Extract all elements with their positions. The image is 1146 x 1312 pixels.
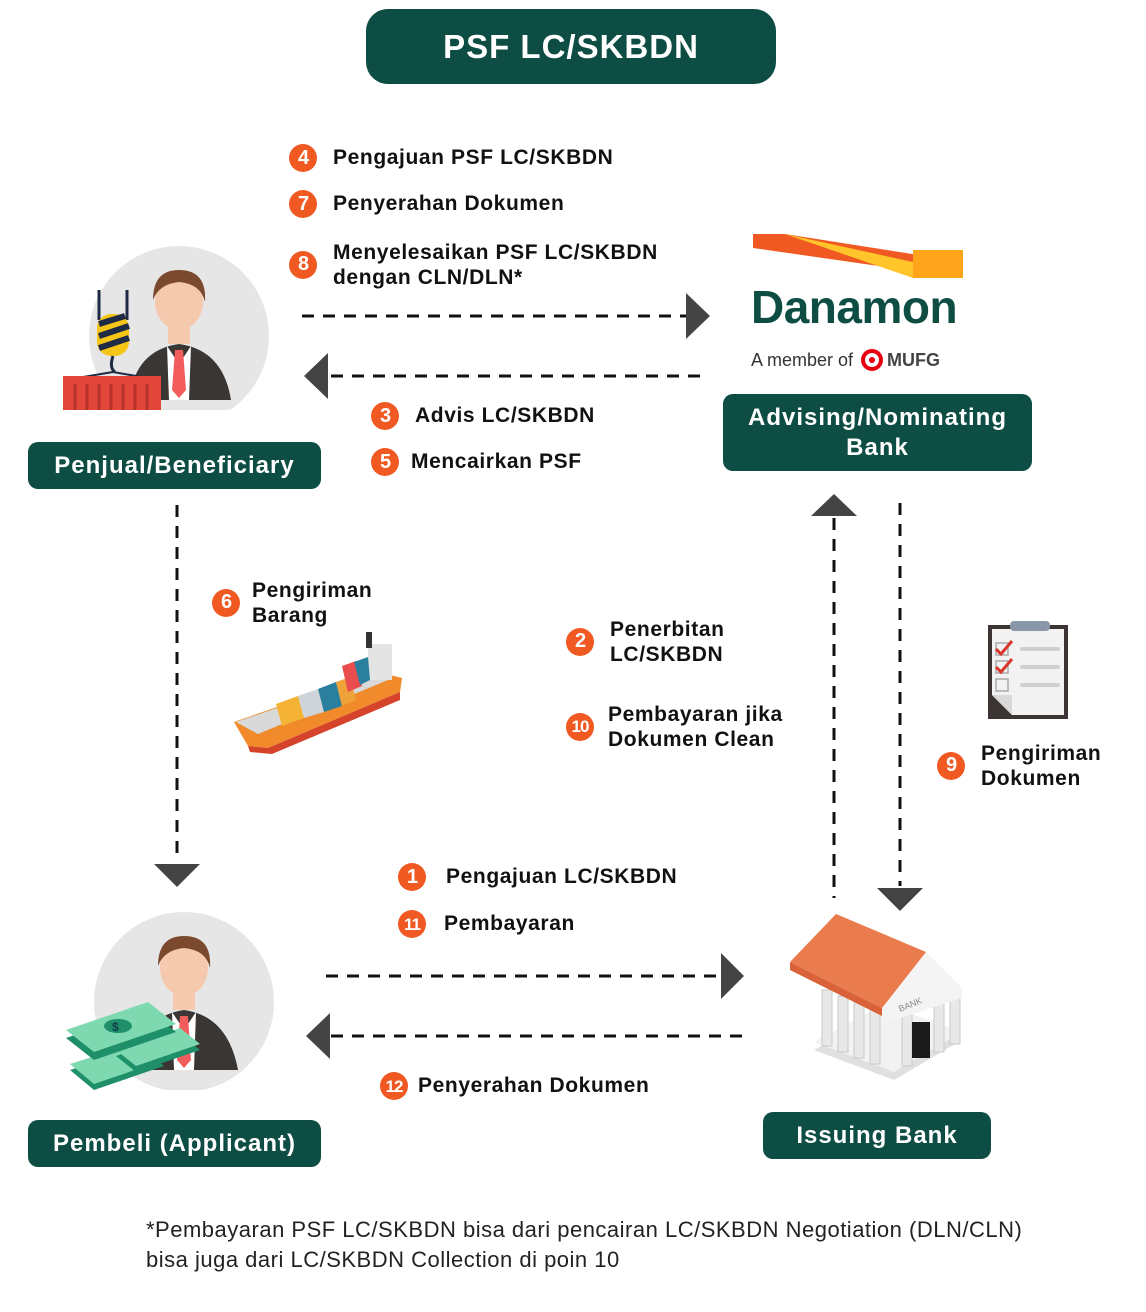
- step-3: 3 Advis LC/SKBDN: [371, 402, 595, 430]
- step-text: Penyerahan Dokumen: [333, 192, 565, 215]
- arrowhead-right-icon: [721, 953, 744, 999]
- arrowhead-left-icon: [306, 1013, 330, 1059]
- arrowhead-down-icon: [154, 864, 200, 887]
- step-badge: 11: [398, 910, 426, 938]
- danamon-logo: Danamon A member of MUFG: [751, 232, 966, 382]
- step-8: 8 Menyelesaikan PSF LC/SKBDN dengan CLN/…: [289, 240, 658, 290]
- arrowhead-down-icon: [877, 888, 923, 911]
- step-badge: 9: [937, 751, 965, 780]
- step-9: 9 Pengiriman Dokumen: [937, 741, 1101, 791]
- step-5: 5 Mencairkan PSF: [371, 448, 582, 476]
- step-badge: 8: [289, 250, 317, 279]
- bank-building-icon: BANK: [790, 914, 962, 1080]
- step-text: Pembayaran jika Dokumen Clean: [608, 703, 783, 751]
- mufg-wordmark: MUFG: [887, 349, 941, 370]
- businessman-with-container-icon: [63, 246, 269, 410]
- step-badge: 6: [212, 588, 240, 617]
- arrowhead-up-icon: [811, 494, 857, 516]
- arrowhead-left-icon: [304, 353, 328, 399]
- step-badge: 3: [371, 402, 399, 430]
- step-text: Penyerahan Dokumen: [418, 1074, 650, 1097]
- diagram-title: PSF LC/SKBDN: [366, 9, 776, 84]
- party-issuing-bank-label: Issuing Bank: [763, 1112, 991, 1159]
- footnote: *Pembayaran PSF LC/SKBDN bisa dari penca…: [146, 1217, 1023, 1272]
- step-1: 1 Pengajuan LC/SKBDN: [398, 863, 678, 891]
- step-text: Pembayaran: [444, 912, 575, 935]
- step-badge: 7: [289, 190, 317, 218]
- step-text: Pengajuan LC/SKBDN: [446, 865, 678, 888]
- businessman-with-money-icon: $: [66, 912, 274, 1090]
- step-badge: 1: [398, 863, 426, 891]
- step-text: Penerbitan LC/SKBDN: [610, 618, 725, 666]
- step-text: Pengajuan PSF LC/SKBDN: [333, 146, 614, 169]
- party-seller-label: Penjual/Beneficiary: [28, 442, 321, 489]
- mufg-logo-icon: [861, 349, 884, 371]
- step-2: 2 Penerbitan LC/SKBDN: [566, 617, 725, 667]
- step-12: 12 Penyerahan Dokumen: [380, 1072, 650, 1100]
- step-badge: 2: [566, 627, 594, 656]
- step-6: 6 Pengiriman Barang: [212, 578, 372, 628]
- step-text: Pengiriman Dokumen: [981, 742, 1102, 790]
- step-4: 4 Pengajuan PSF LC/SKBDN: [289, 144, 614, 172]
- member-of-text: A member of: [751, 349, 854, 370]
- checklist-clipboard-icon: [988, 621, 1068, 719]
- step-badge: 4: [289, 144, 317, 172]
- step-text: Advis LC/SKBDN: [415, 404, 595, 427]
- svg-text:$: $: [112, 1020, 119, 1034]
- step-text: Menyelesaikan PSF LC/SKBDN dengan CLN/DL…: [333, 241, 658, 289]
- step-text: Pengiriman Barang: [252, 579, 373, 627]
- step-10: 10 Pembayaran jika Dokumen Clean: [566, 702, 783, 752]
- danamon-stripes-icon: [753, 234, 963, 278]
- step-badge: 12: [380, 1072, 408, 1100]
- danamon-wordmark: Danamon: [751, 281, 958, 333]
- mufg-member-line: A member of MUFG: [751, 349, 966, 371]
- party-buyer-label: Pembeli (Applicant): [28, 1120, 321, 1167]
- step-text: Mencairkan PSF: [411, 450, 582, 473]
- party-advising-bank-label: Advising/Nominating Bank: [723, 394, 1032, 471]
- money-stacks: $: [66, 1002, 200, 1090]
- step-badge: 5: [371, 448, 399, 476]
- step-badge: 10: [566, 712, 594, 741]
- step-7: 7 Penyerahan Dokumen: [289, 190, 565, 218]
- arrowhead-right-icon: [686, 293, 710, 339]
- cargo-ship-icon: [234, 632, 402, 754]
- step-11: 11 Pembayaran: [398, 910, 575, 938]
